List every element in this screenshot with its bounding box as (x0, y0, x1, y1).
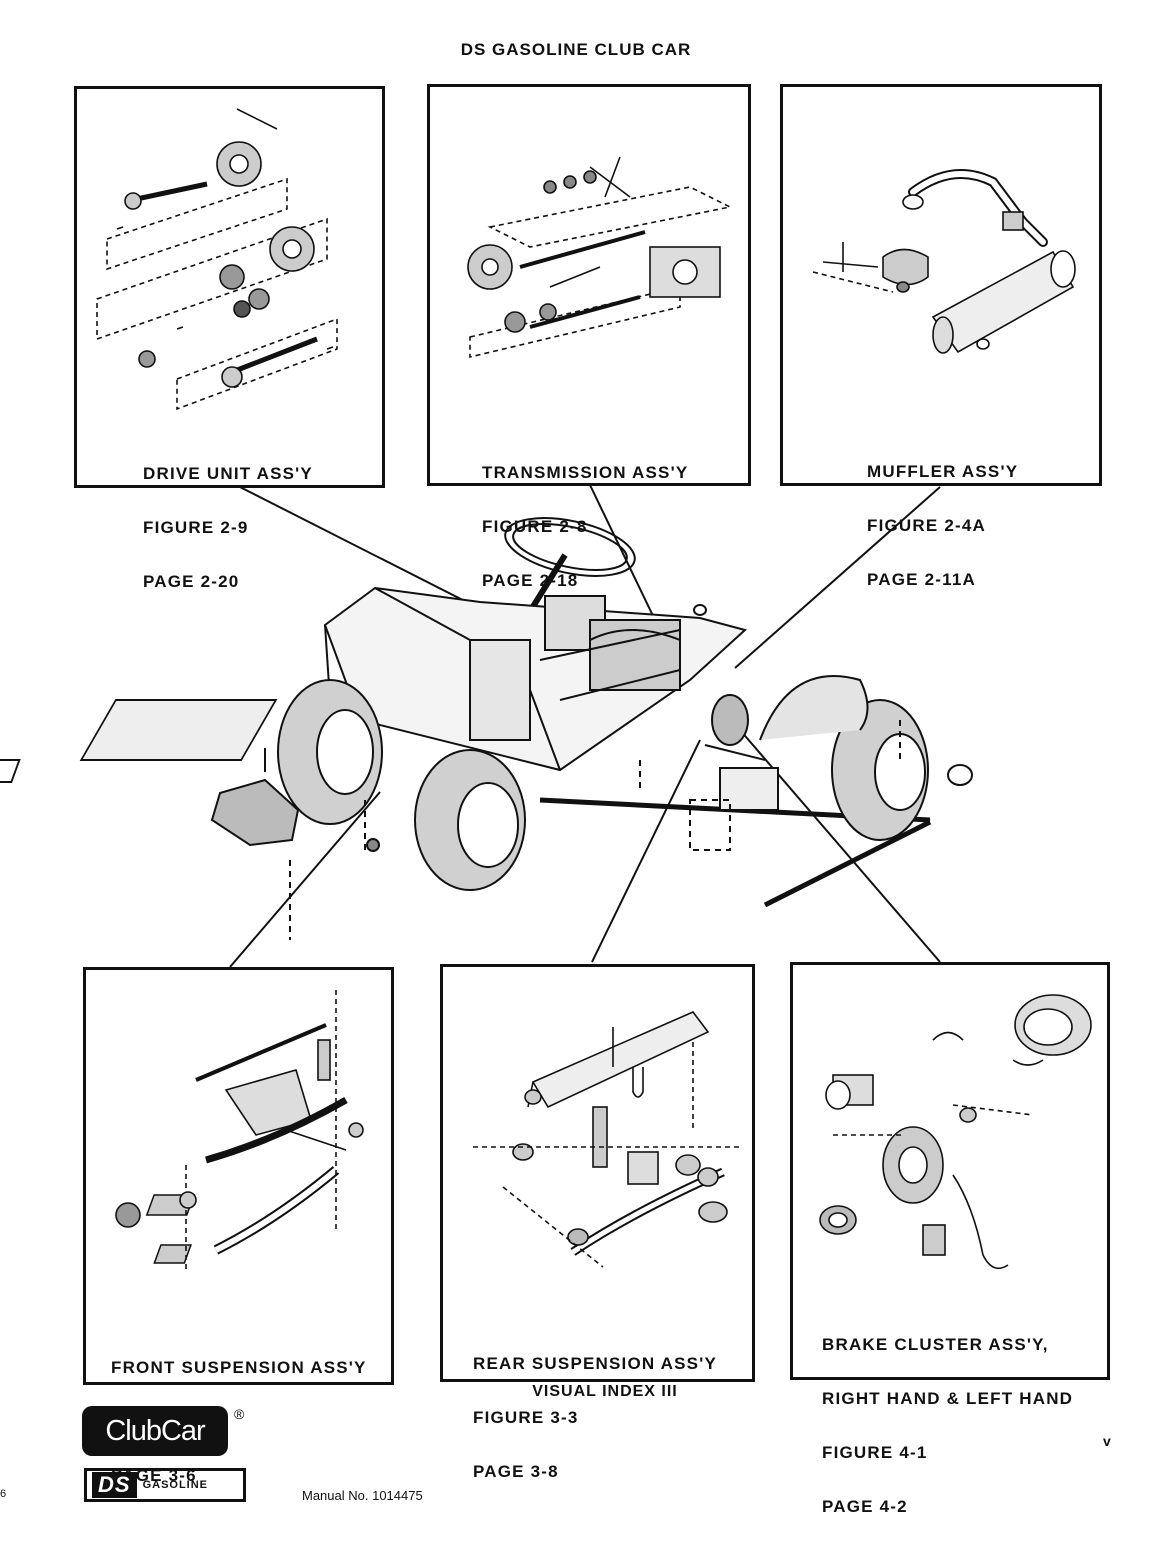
page-title: DS GASOLINE CLUB CAR (460, 40, 692, 59)
ds-gasoline-logo: DS GASOLINE (84, 1468, 246, 1502)
panel-transmission[interactable]: TRANSMISSION ASS'Y FIGURE 2-8 PAGE 2-18 (427, 84, 751, 590)
rear-suspension-title: REAR SUSPENSION ASS'Y (473, 1354, 717, 1373)
rear-suspension-diagram (473, 1011, 743, 1268)
panel-brake-cluster[interactable]: BRAKE CLUSTER ASS'Y, RIGHT HAND & LEFT H… (790, 962, 1110, 1516)
panel-drive-unit[interactable]: DRIVE UNIT ASS'Y FIGURE 2-9 PAGE 2-20 (74, 86, 385, 591)
rear-suspension-figure: FIGURE 3-3 (473, 1408, 579, 1427)
front-suspension-diagram (115, 990, 364, 1270)
muffler-diagram (812, 169, 1076, 354)
rear-suspension-page: PAGE 3-8 (473, 1462, 559, 1481)
muffler-title: MUFFLER ASS'Y (867, 462, 1019, 481)
brake-cluster-figure: FIGURE 4-1 (822, 1443, 928, 1462)
panel-rear-suspension[interactable]: REAR SUSPENSION ASS'Y FIGURE 3-3 PAGE 3-… (440, 964, 755, 1481)
clubcar-logo: ClubCar (82, 1406, 228, 1456)
brake-cluster-page: PAGE 4-2 (822, 1497, 908, 1516)
transmission-diagram (467, 156, 733, 359)
registered-mark: ® (234, 1406, 245, 1422)
brake-cluster-subtitle: RIGHT HAND & LEFT HAND (822, 1389, 1074, 1408)
transmission-title: TRANSMISSION ASS'Y (482, 463, 689, 482)
panel-muffler[interactable]: MUFFLER ASS'Y FIGURE 2-4A PAGE 2-11A (780, 84, 1102, 589)
drive-unit-page: PAGE 2-20 (143, 572, 240, 591)
transmission-page: PAGE 2-18 (482, 571, 579, 590)
transmission-figure: FIGURE 2-8 (482, 517, 588, 536)
visual-index-label: VISUAL INDEX III (532, 1383, 678, 1400)
drive-unit-title: DRIVE UNIT ASS'Y (143, 464, 313, 483)
manual-number: Manual No. 1014475 (302, 1488, 423, 1503)
panel-front-suspension[interactable]: FRONT SUSPENSION ASS'Y FIGURE 3-2 PAGE 3… (83, 967, 394, 1485)
front-suspension-title: FRONT SUSPENSION ASS'Y (111, 1358, 367, 1377)
brake-cluster-diagram (819, 994, 1092, 1270)
muffler-page: PAGE 2-11A (867, 570, 977, 589)
ds-logo-text: DS (92, 1472, 137, 1498)
page-number: v (1103, 1433, 1111, 1449)
drive-unit-figure: FIGURE 2-9 (143, 518, 249, 537)
muffler-figure: FIGURE 2-4A (867, 516, 986, 535)
brake-cluster-title: BRAKE CLUSTER ASS'Y, (822, 1335, 1049, 1354)
gasoline-logo-text: GASOLINE (142, 1479, 209, 1491)
edge-mark: 6 (0, 1488, 7, 1500)
drive-unit-diagram (96, 108, 338, 411)
